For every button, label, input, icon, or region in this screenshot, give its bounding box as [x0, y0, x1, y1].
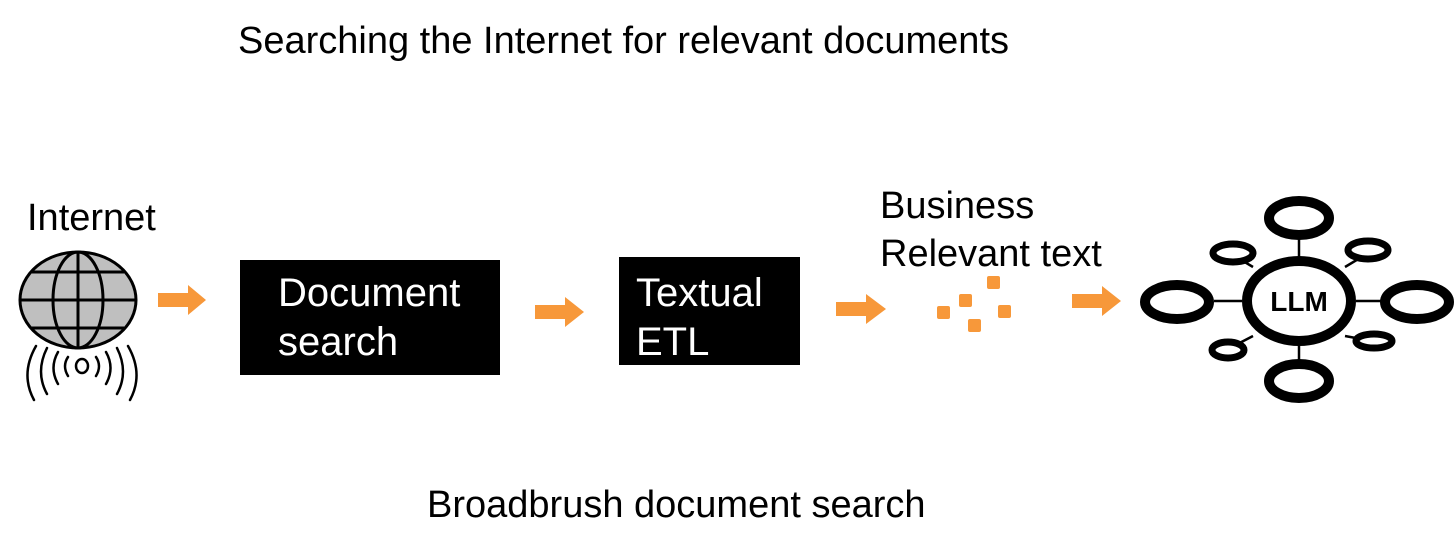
arrow-etl-to-text — [836, 294, 886, 324]
business-relevant-text-label: Business Relevant text — [880, 182, 1102, 278]
document-search-line2: search — [278, 320, 399, 364]
document-search-box: Document search — [240, 260, 500, 375]
business-label-line1: Business — [880, 185, 1035, 227]
textual-etl-box: Textual ETL — [619, 257, 800, 365]
diagram-title: Searching the Internet for relevant docu… — [238, 20, 1010, 62]
llm-label: LLM — [1270, 286, 1328, 317]
internet-label: Internet — [27, 197, 156, 239]
globe-antenna-icon — [18, 250, 138, 402]
arrow-text-to-llm — [1072, 286, 1121, 316]
textual-etl-line1: Textual — [636, 271, 763, 315]
flow-arrows — [158, 285, 1121, 327]
diagram-subtitle: Broadbrush document search — [427, 484, 926, 526]
textual-etl-line2: ETL — [636, 320, 710, 364]
text-fragments-icon — [937, 276, 1011, 332]
arrow-search-to-etl — [535, 297, 584, 327]
document-search-line1: Document — [278, 271, 461, 315]
arrow-internet-to-search — [158, 285, 206, 315]
business-label-line2: Relevant text — [880, 233, 1102, 275]
network-hub-icon: LLM — [1140, 196, 1454, 403]
